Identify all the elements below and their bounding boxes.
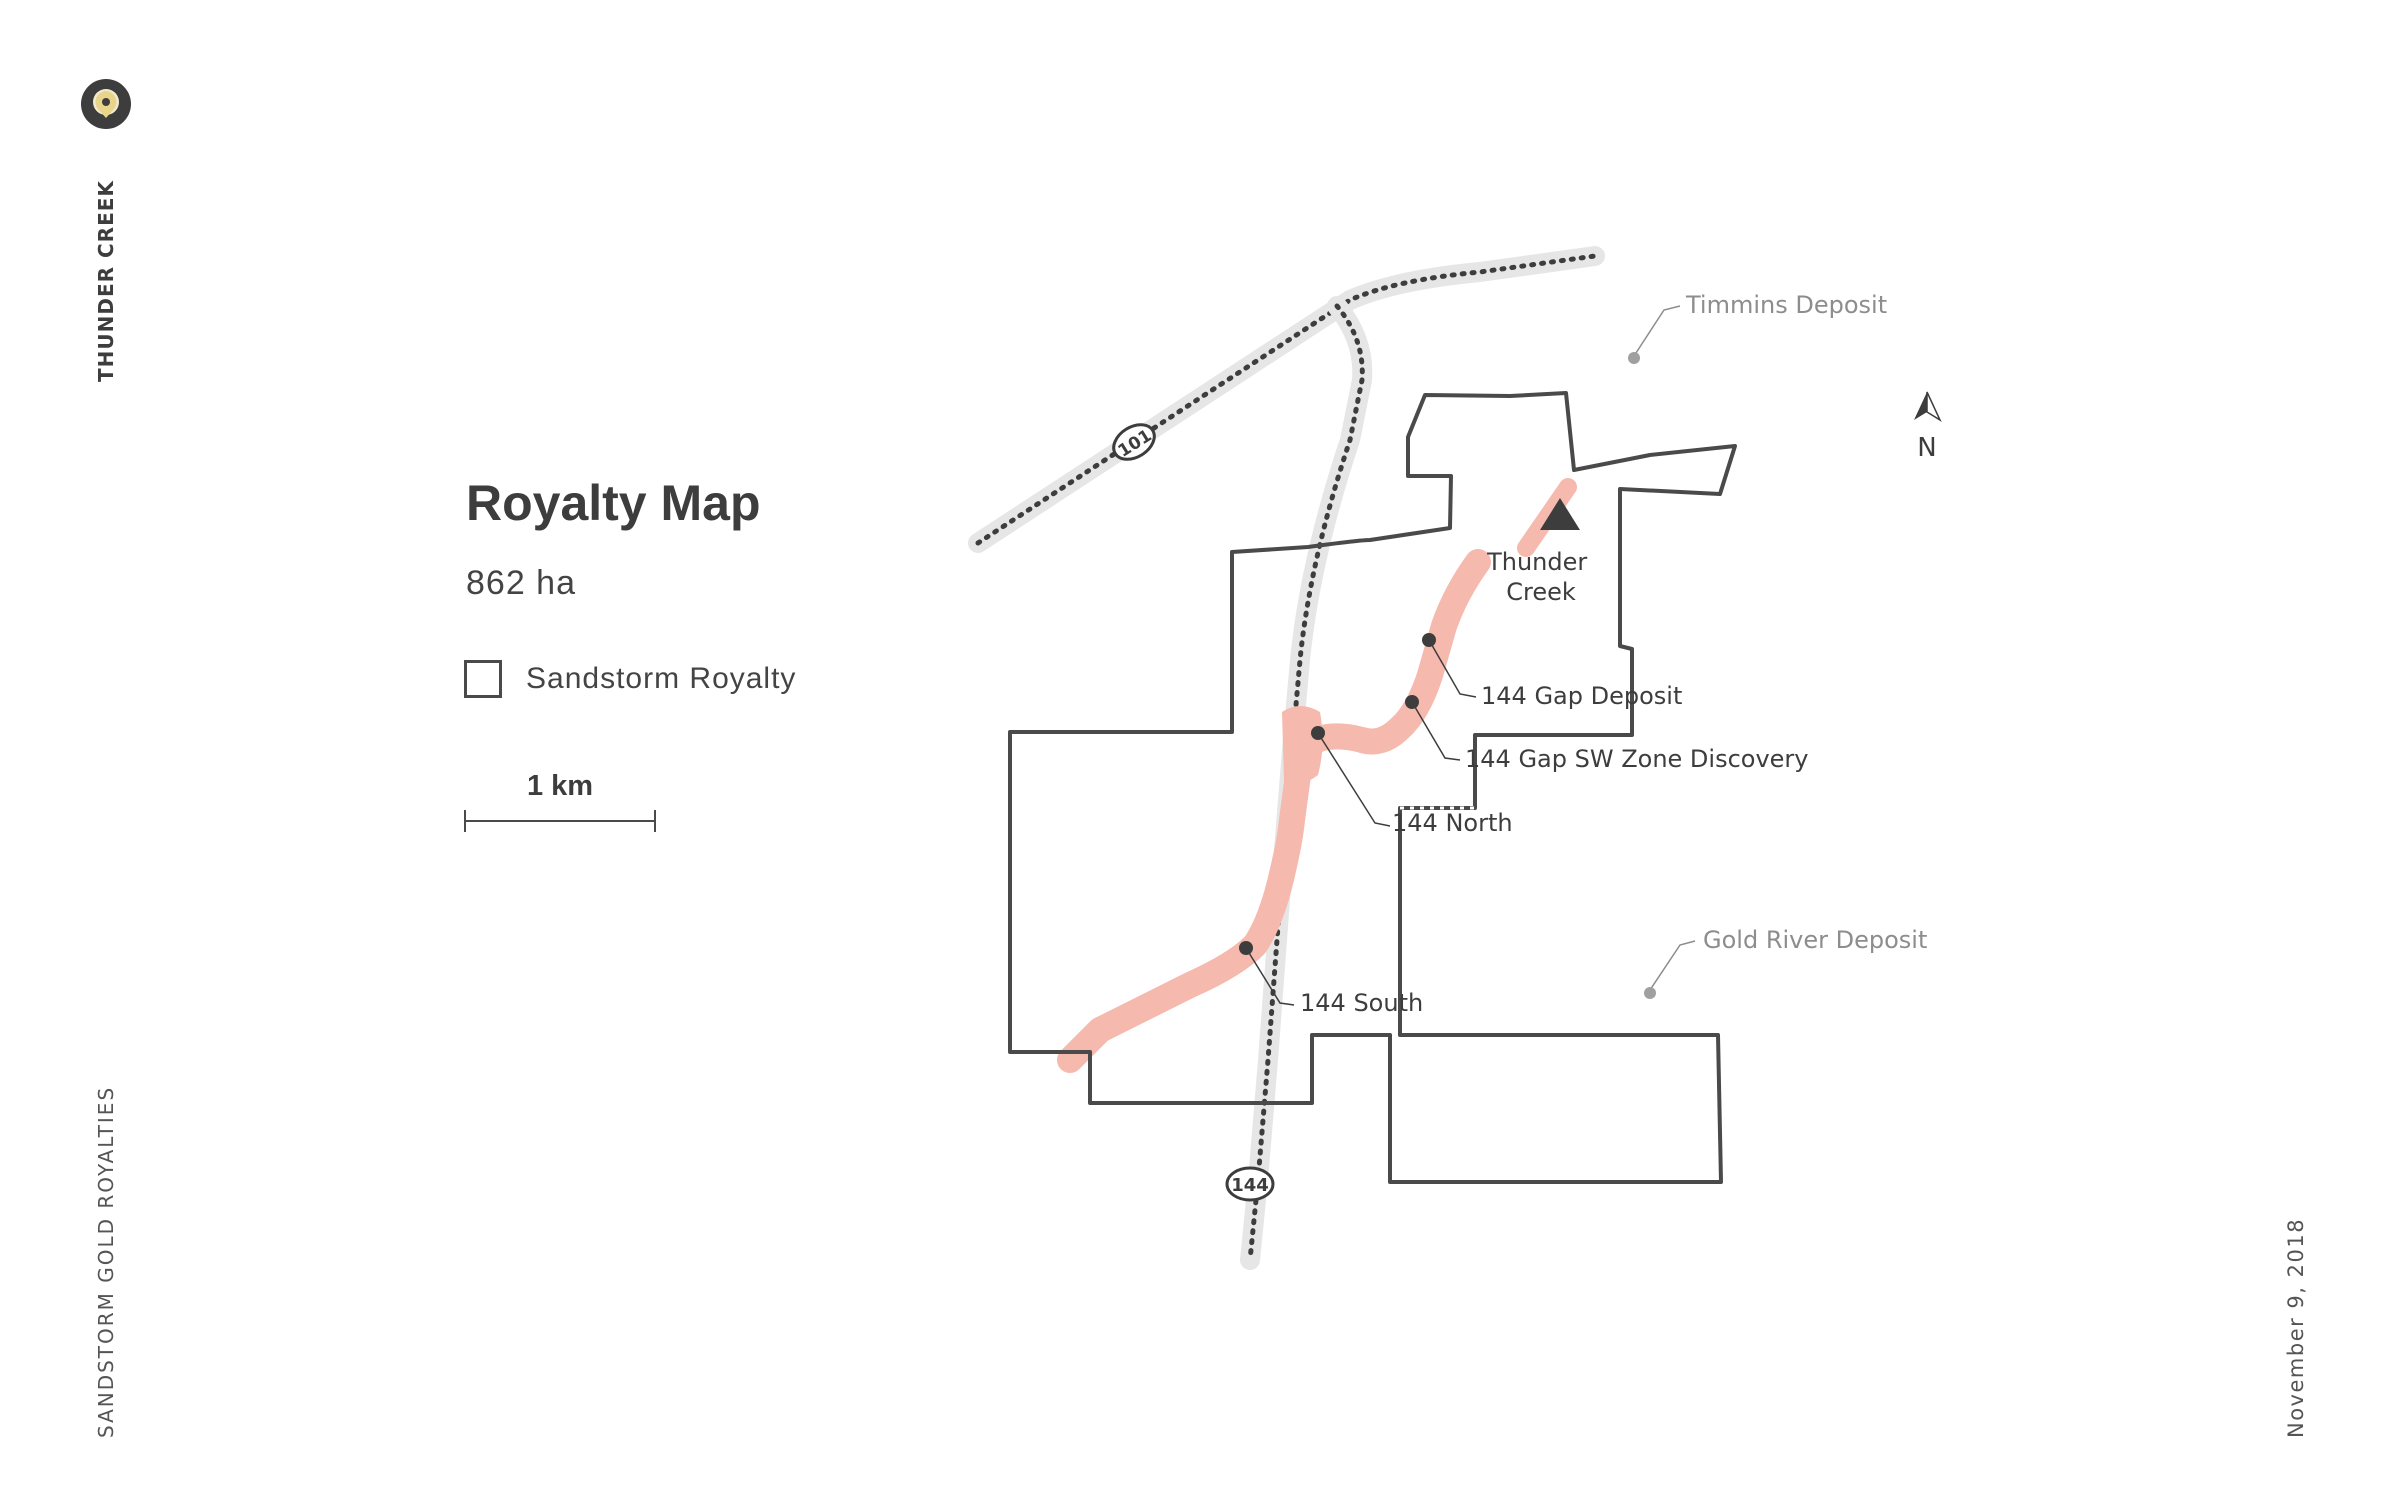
gold-river-point	[1644, 987, 1656, 999]
highway-101-shield: 101	[1112, 423, 1156, 462]
scale-tick-right	[654, 810, 656, 832]
thunder-creek-line2: Creek	[1506, 578, 1576, 606]
thunder-creek-label: Thunder Creek	[1486, 548, 1595, 606]
mineralized-zone	[1057, 478, 1577, 1073]
legend: Sandstorm Royalty	[464, 660, 796, 698]
gap-sw-label: 144 Gap SW Zone Discovery	[1465, 745, 1809, 773]
grey-leader-lines	[1633, 305, 1696, 991]
north-point	[1311, 726, 1325, 740]
legend-label: Sandstorm Royalty	[526, 662, 797, 695]
scale-line	[464, 820, 654, 822]
timmins-label: Timmins Deposit	[1685, 291, 1887, 319]
gap-sw-point	[1405, 695, 1419, 709]
area-value: 862 ha	[466, 564, 576, 602]
page-title: Royalty Map	[466, 475, 761, 531]
mountain-peak-icon	[1540, 498, 1580, 530]
leader-lines	[1245, 639, 1477, 1006]
scale-bar: 1 km	[464, 770, 656, 832]
thunder-creek-line1: Thunder	[1486, 548, 1587, 576]
gold-river-label: Gold River Deposit	[1703, 926, 1927, 954]
scale-tick-left	[464, 810, 466, 832]
deposit-points	[1239, 633, 1436, 955]
timmins-point	[1628, 352, 1640, 364]
location-pin-icon	[81, 79, 131, 129]
north-label: N	[1917, 433, 1936, 463]
scale-label: 1 km	[526, 770, 594, 802]
gap-deposit-label: 144 Gap Deposit	[1481, 682, 1682, 710]
royalty-boundary	[1008, 391, 1737, 1184]
highway-101	[968, 246, 1605, 553]
north-arrow-icon	[1914, 391, 1942, 422]
south-label: 144 South	[1300, 989, 1423, 1017]
north-label: 144 North	[1392, 809, 1513, 837]
legend-swatch	[464, 660, 502, 698]
highway-144	[1240, 296, 1373, 1270]
south-point	[1239, 941, 1253, 955]
gap-deposit-point	[1422, 633, 1436, 647]
highway-144-shield: 144	[1225, 1166, 1275, 1202]
highway-144-label: 144	[1231, 1175, 1269, 1196]
